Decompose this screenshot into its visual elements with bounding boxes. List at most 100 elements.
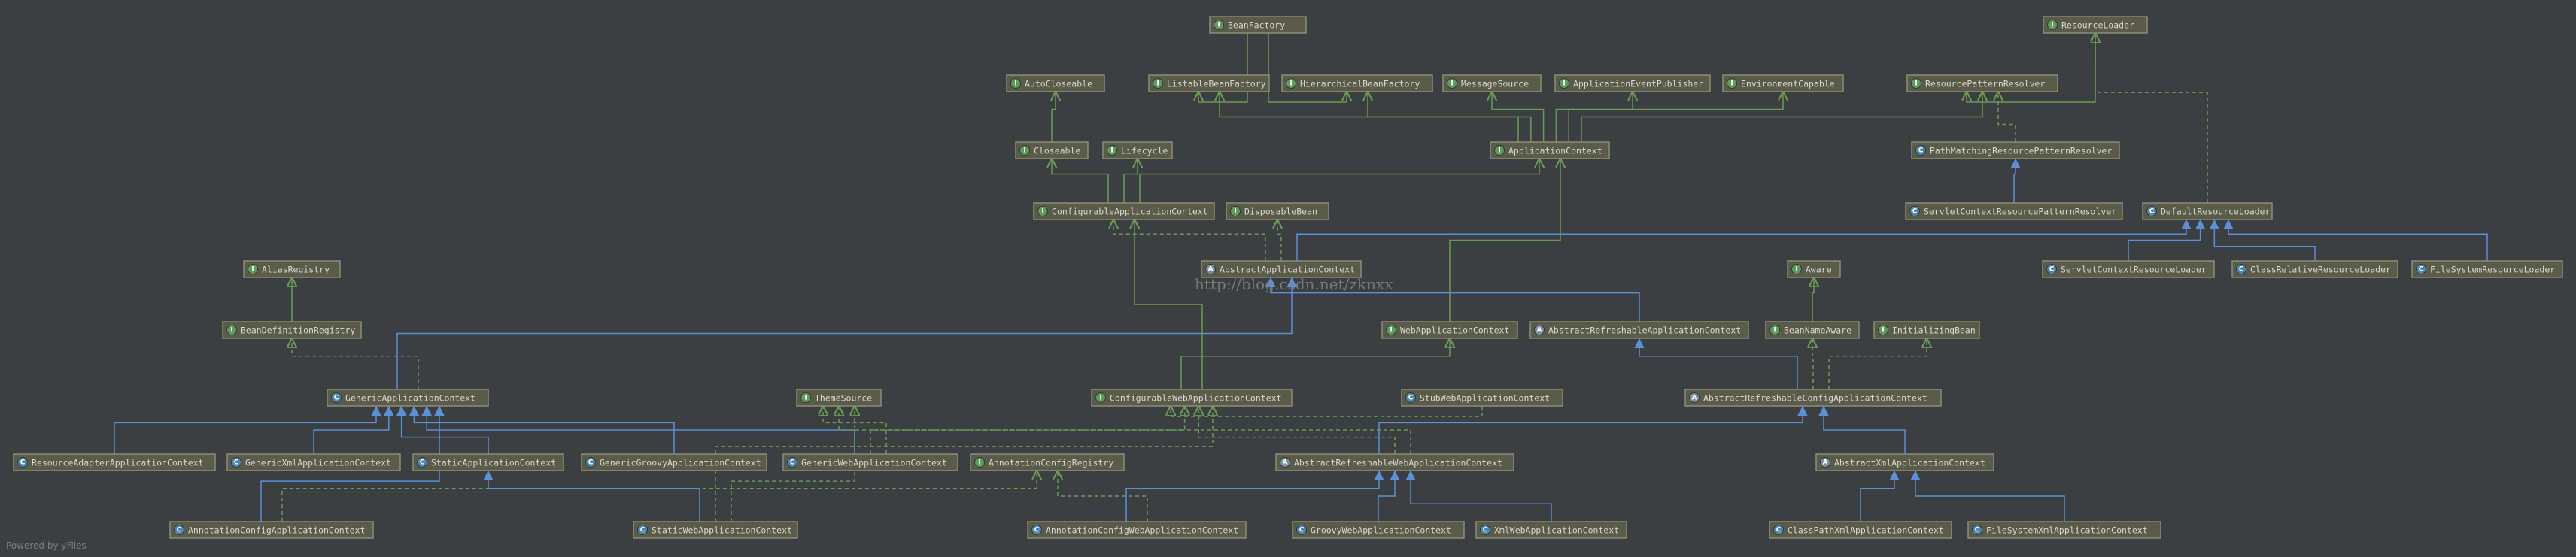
node-label: WebApplicationContext: [1400, 325, 1509, 336]
node-box: [2142, 202, 2273, 220]
node-label: EnvironmentCapable: [1741, 79, 1835, 89]
node-box: [633, 521, 798, 539]
class-icon: [174, 525, 184, 535]
edge-application-context-to-hierarchical-bean-factory: [1368, 92, 1532, 142]
node-label: ConfigurableWebApplicationContext: [1110, 393, 1281, 404]
interface-icon-glyph: I: [1773, 327, 1776, 335]
edge-abstract-application-context-to-disposable-bean: [1277, 220, 1281, 261]
node-label: ListableBeanFactory: [1167, 79, 1266, 89]
edge-abstract-refreshable-web-application-context-to-configurable-web-application-context: [1198, 407, 1396, 454]
node-box: [1209, 16, 1307, 34]
class-icon-glyph: C: [177, 527, 182, 534]
edge-groovy-web-application-context-to-abstract-refreshable-web-application-context: [1378, 470, 1400, 522]
node-box: [1292, 521, 1465, 539]
node-label: GroovyWebApplicationContext: [1311, 525, 1451, 536]
interface-icon: [1878, 325, 1888, 335]
node-bean-name-aware[interactable]: I BeanNameAware: [1765, 321, 1860, 339]
class-icon: [1480, 525, 1490, 535]
edge-generic-groovy-application-context-to-generic-application-context: [409, 405, 675, 454]
edge-bean-name-aware-to-aware: [1812, 278, 1814, 322]
node-label: DisposableBean: [1244, 207, 1317, 217]
node-label: BeanNameAware: [1784, 325, 1852, 336]
interface-icon: [800, 392, 811, 403]
edge-configurable-application-context-to-closeable: [1052, 159, 1109, 203]
edge-static-web-application-context-to-static-application-context: [483, 470, 700, 522]
interface-icon: [1095, 392, 1106, 403]
interface-icon-glyph: I: [1882, 327, 1884, 335]
class-icon: [231, 457, 242, 468]
interface-icon-glyph: I: [1563, 80, 1565, 88]
abstract-icon-glyph: A: [1692, 395, 1697, 402]
node-label: FileSystemXmlApplicationContext: [1986, 525, 2148, 536]
edge-generic-xml-application-context-to-generic-application-context: [313, 405, 394, 454]
node-label: AbstractRefreshableWebApplicationContext: [1294, 458, 1502, 468]
interface-icon-glyph: I: [1451, 80, 1453, 88]
class-icon-glyph: C: [2049, 266, 2055, 274]
class-icon-glyph: C: [2239, 266, 2244, 274]
node-box: [1226, 202, 1329, 220]
node-box: [1401, 389, 1563, 407]
interface-icon: [1494, 145, 1505, 156]
edge-generic-web-application-context-to-theme-source: [823, 407, 887, 454]
node-box: [226, 453, 401, 471]
edge-abstract-application-context-to-configurable-application-context: [1113, 220, 1266, 261]
node-label: AbstractRefreshableApplicationContext: [1548, 325, 1741, 336]
interface-icon-glyph: I: [1498, 147, 1500, 155]
node-box: [970, 453, 1125, 471]
node-box: [1201, 260, 1362, 278]
node-box: [1554, 74, 1711, 92]
edge-class-path-xml-application-context-to-abstract-xml-application-context: [1860, 470, 1900, 522]
interface-icon-glyph: I: [1014, 80, 1016, 88]
edge-file-system-xml-application-context-to-abstract-xml-application-context: [1910, 470, 2065, 522]
node-box: [412, 453, 564, 471]
